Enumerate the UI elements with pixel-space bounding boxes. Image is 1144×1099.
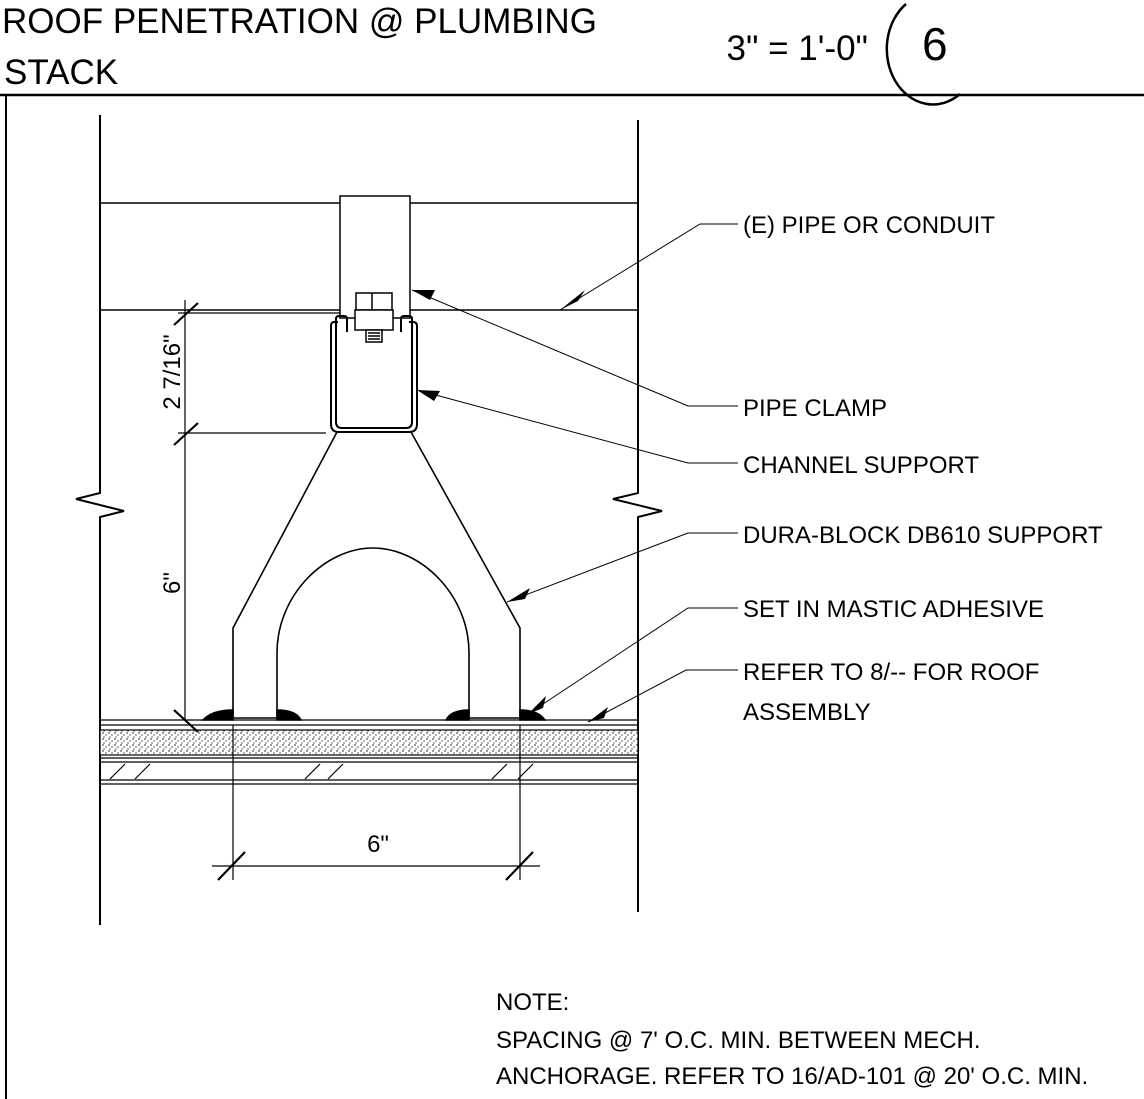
dimension-base-width: 6" xyxy=(367,831,389,858)
tick-mid xyxy=(173,422,199,446)
dura-block-support xyxy=(201,431,547,721)
leader-arrowheads xyxy=(412,290,608,722)
callouts: (E) PIPE OR CONDUIT PIPE CLAMP CHANNEL S… xyxy=(743,212,1103,726)
channel-support xyxy=(330,315,418,433)
roof-assembly xyxy=(99,719,639,785)
callout-mastic: SET IN MASTIC ADHESIVE xyxy=(743,596,1044,623)
note-line-2: ANCHORAGE. REFER TO 16/AD-101 @ 20' O.C.… xyxy=(496,1063,1088,1090)
tick-left xyxy=(217,851,246,881)
title-line-1: ROOF PENETRATION @ PLUMBING xyxy=(2,2,597,41)
pipe-clamp xyxy=(339,195,411,343)
leader-roof xyxy=(587,669,738,723)
callout-channel-support: CHANNEL SUPPORT xyxy=(743,452,979,479)
note-line-1: SPACING @ 7' O.C. MIN. BETWEEN MECH. xyxy=(496,1027,981,1054)
tick-bottom xyxy=(173,709,199,733)
detail-number: 6 xyxy=(922,18,948,70)
dimension-block-height: 6" xyxy=(159,572,186,594)
detail-bubble xyxy=(885,3,961,106)
title-block: ROOF PENETRATION @ PLUMBING STACK 3" = 1… xyxy=(0,2,1144,106)
leader-pipe xyxy=(559,223,738,311)
title-line-2: STACK xyxy=(4,53,118,92)
callout-dura-block: DURA-BLOCK DB610 SUPPORT xyxy=(743,522,1103,549)
callout-roof-reference: REFER TO 8/-- FOR ROOF xyxy=(743,659,1039,686)
general-note: NOTE: SPACING @ 7' O.C. MIN. BETWEEN MEC… xyxy=(496,989,1088,1090)
dimension-lines xyxy=(173,300,540,881)
right-break-line xyxy=(612,120,663,912)
note-heading: NOTE: xyxy=(496,989,569,1016)
tick-top xyxy=(173,302,199,326)
callout-pipe-clamp: PIPE CLAMP xyxy=(743,395,887,422)
leader-channel-support xyxy=(416,389,738,464)
tick-right xyxy=(505,851,534,881)
dimension-clamp-height: 2 7/16" xyxy=(159,334,186,409)
leader-pipe-clamp xyxy=(411,289,738,407)
left-break-line xyxy=(75,115,125,925)
leader-lines xyxy=(411,223,738,723)
scale-label: 3" = 1'-0" xyxy=(727,29,868,68)
leader-dura-block xyxy=(506,532,738,603)
callout-pipe-or-conduit: (E) PIPE OR CONDUIT xyxy=(743,212,995,239)
callout-roof-assembly: ASSEMBLY xyxy=(743,699,871,726)
break-lines xyxy=(75,115,663,925)
leader-mastic xyxy=(527,607,738,715)
